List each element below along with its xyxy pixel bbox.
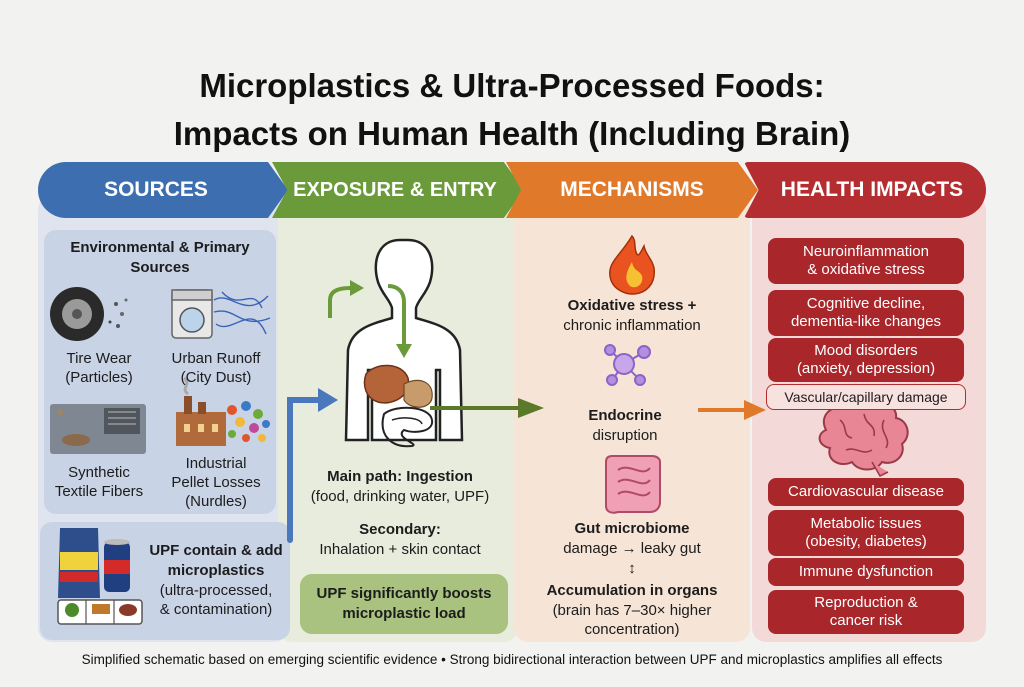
upf-label-2: microplastics xyxy=(167,562,265,579)
upf-boost-label-1: UPF significantly boosts xyxy=(316,585,492,602)
urban-runoff-sub: (City Dust) xyxy=(180,369,252,386)
title-line-1: Microplastics & Ultra-Processed Foods: xyxy=(199,67,825,104)
pellets-icon xyxy=(227,401,270,442)
impact-cognitive-decline: Cognitive decline, dementia-like changes xyxy=(768,290,964,336)
sources-header: SOURCES xyxy=(38,162,288,218)
secondary-label: Secondary: xyxy=(359,521,441,538)
impact-cognitive-decline-2: dementia-like changes xyxy=(790,313,942,330)
impact-metabolic-1: Metabolic issues xyxy=(810,515,922,532)
title-line-2: Impacts on Human Health (Including Brain… xyxy=(173,115,851,152)
factory-icon xyxy=(176,376,226,446)
health-impacts-header: HEALTH IMPACTS xyxy=(744,162,986,218)
tire-wear-sub: (Particles) xyxy=(65,369,133,386)
road-debris-icon xyxy=(50,404,146,454)
gut-microbiome-label: Gut microbiome xyxy=(574,520,690,537)
main-path-label: Main path: Ingestion xyxy=(327,468,473,485)
intestine-icon xyxy=(605,455,661,514)
mechanisms-to-impacts-arrow xyxy=(744,400,766,420)
pellet-losses-label-3: (Nurdles) xyxy=(185,493,247,510)
footer-note: Simplified schematic based on emerging s… xyxy=(81,652,943,667)
upf-boost-panel xyxy=(300,574,508,634)
impact-neuroinflammation-2: & oxidative stress xyxy=(807,261,925,278)
bidirectional-arrow: ↕ xyxy=(628,560,636,577)
washing-machine-icon xyxy=(171,289,213,339)
source-to-exposure-arrow xyxy=(287,397,323,543)
impact-reproduction-cancer: Reproduction & cancer risk xyxy=(768,590,964,634)
impact-metabolic-2: (obesity, diabetes) xyxy=(805,533,927,550)
food-tray-icon xyxy=(57,599,143,625)
impact-metabolic: Metabolic issues (obesity, diabetes) xyxy=(768,510,964,556)
synthetic-fibers-label-1: Synthetic xyxy=(68,464,130,481)
upf-label-3: (ultra-processed, xyxy=(159,582,273,599)
impact-mood-disorders: Mood disorders (anxiety, depression) xyxy=(768,338,964,382)
sources-heading-1: Environmental & Primary xyxy=(70,239,250,256)
accumulation-sub-2: concentration) xyxy=(584,621,680,638)
impact-neuroinflammation-1: Neuroinflammation xyxy=(803,243,929,260)
chips-bag-icon xyxy=(58,528,100,598)
flame-icon xyxy=(609,234,655,295)
impact-cognitive-decline-1: Cognitive decline, xyxy=(806,295,926,312)
mechanisms-header: MECHANISMS xyxy=(506,162,758,218)
impact-mood-disorders-1: Mood disorders xyxy=(814,342,918,359)
secondary-sub: Inhalation + skin contact xyxy=(319,541,481,558)
molecule-icon xyxy=(604,344,651,386)
oxidative-stress-label: Oxidative stress + xyxy=(567,297,697,314)
oxidative-stress-sub: chronic inflammation xyxy=(563,317,701,334)
accumulation-label: Accumulation in organs xyxy=(546,582,718,599)
urban-runoff-label: Urban Runoff xyxy=(171,350,261,367)
upf-label-4: & contamination) xyxy=(159,601,273,618)
tire-wear-label: Tire Wear xyxy=(66,350,132,367)
pellet-losses-label-2: Pellet Losses xyxy=(171,474,261,491)
synthetic-fibers-label-2: Textile Fibers xyxy=(54,483,144,500)
soda-can-icon xyxy=(104,539,130,592)
gut-microbiome-sub: damage → leaky gut xyxy=(563,540,701,557)
impact-vascular-damage: Vascular/capillary damage xyxy=(766,384,966,410)
endocrine-sub: disruption xyxy=(592,427,658,444)
accumulation-sub-1: (brain has 7–30× higher xyxy=(552,602,712,619)
impact-reproduction-2: cancer risk xyxy=(829,612,903,629)
fibers-icon xyxy=(213,291,271,335)
impact-neuroinflammation: Neuroinflammation & oxidative stress xyxy=(768,238,964,284)
exposure-header: EXPOSURE & ENTRY xyxy=(272,162,524,218)
main-path-sub: (food, drinking water, UPF) xyxy=(310,488,490,505)
exposure-to-mechanisms-arrow xyxy=(518,398,544,418)
ingestion-arrow xyxy=(328,284,406,346)
environmental-sources-panel xyxy=(44,230,276,514)
tire-icon xyxy=(50,287,128,341)
upf-boost-label-2: microplastic load xyxy=(342,605,466,622)
sources-heading-2: Sources xyxy=(130,259,190,276)
impact-cardiovascular: Cardiovascular disease xyxy=(768,478,964,506)
impact-immune: Immune dysfunction xyxy=(768,558,964,586)
impact-reproduction-1: Reproduction & xyxy=(814,594,918,611)
brain-icon xyxy=(818,399,909,478)
impact-mood-disorders-2: (anxiety, depression) xyxy=(796,360,936,377)
pellet-losses-label-1: Industrial xyxy=(185,455,247,472)
endocrine-label: Endocrine xyxy=(588,407,662,424)
upf-label-1: UPF contain & add xyxy=(149,542,283,559)
